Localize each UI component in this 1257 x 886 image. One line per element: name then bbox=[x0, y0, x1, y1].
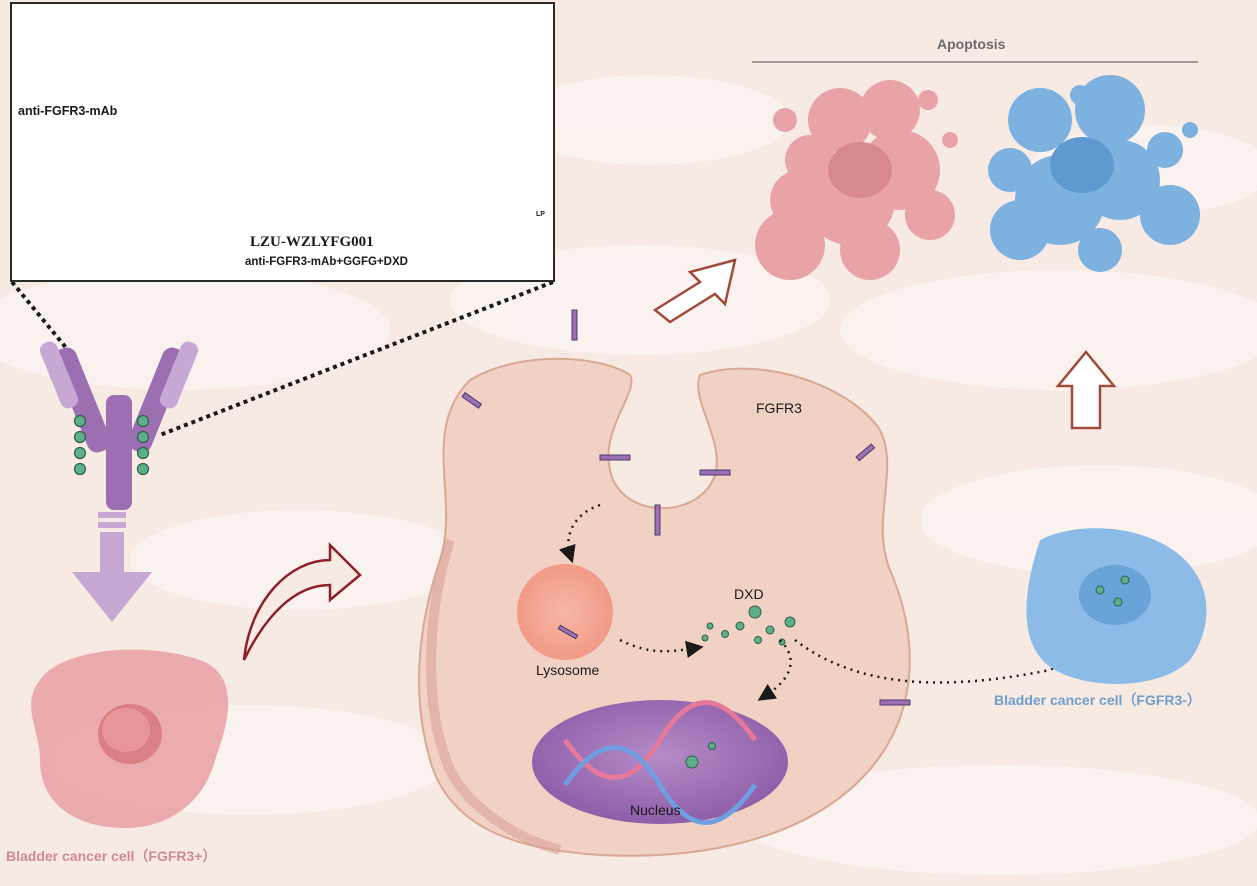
dxd-particles bbox=[685, 605, 796, 769]
lysosome-label: Lysosome bbox=[536, 662, 600, 678]
fgfr3-label: FGFR3 bbox=[756, 400, 802, 416]
curved-arrow bbox=[242, 541, 362, 661]
zoom-connector bbox=[10, 280, 554, 437]
down-arrow bbox=[72, 512, 152, 622]
apoptotic-cell-blue bbox=[988, 75, 1200, 272]
up-right-arrow bbox=[652, 258, 737, 324]
cell-negative-label: Bladder cancer cell（FGFR3-） bbox=[994, 692, 1201, 708]
apoptotic-cell-pink bbox=[755, 80, 958, 280]
lysosome bbox=[517, 564, 613, 660]
cell-positive-label: Bladder cancer cell（FGFR3+） bbox=[6, 848, 217, 864]
cell-main bbox=[418, 357, 911, 857]
cell-fgfr3-negative bbox=[1026, 528, 1207, 684]
compound-name: LZU-WZLYFG001 bbox=[250, 234, 374, 250]
structure-panel bbox=[10, 2, 555, 282]
compound-composition: anti-FGFR3-mAb+GGFG+DXD bbox=[245, 256, 408, 268]
cell-fgfr3-positive bbox=[31, 649, 229, 829]
nucleus bbox=[532, 700, 788, 825]
up-arrow bbox=[1055, 350, 1117, 430]
subscript-label: LP bbox=[536, 211, 545, 218]
antibody-large bbox=[39, 341, 199, 510]
nucleus-label: Nucleus bbox=[630, 802, 681, 818]
apoptosis-label: Apoptosis bbox=[937, 36, 1006, 52]
antibody-label: anti-FGFR3-mAb bbox=[18, 104, 118, 118]
dxd-label: DXD bbox=[734, 586, 764, 602]
membrane-antibodies bbox=[461, 309, 911, 706]
